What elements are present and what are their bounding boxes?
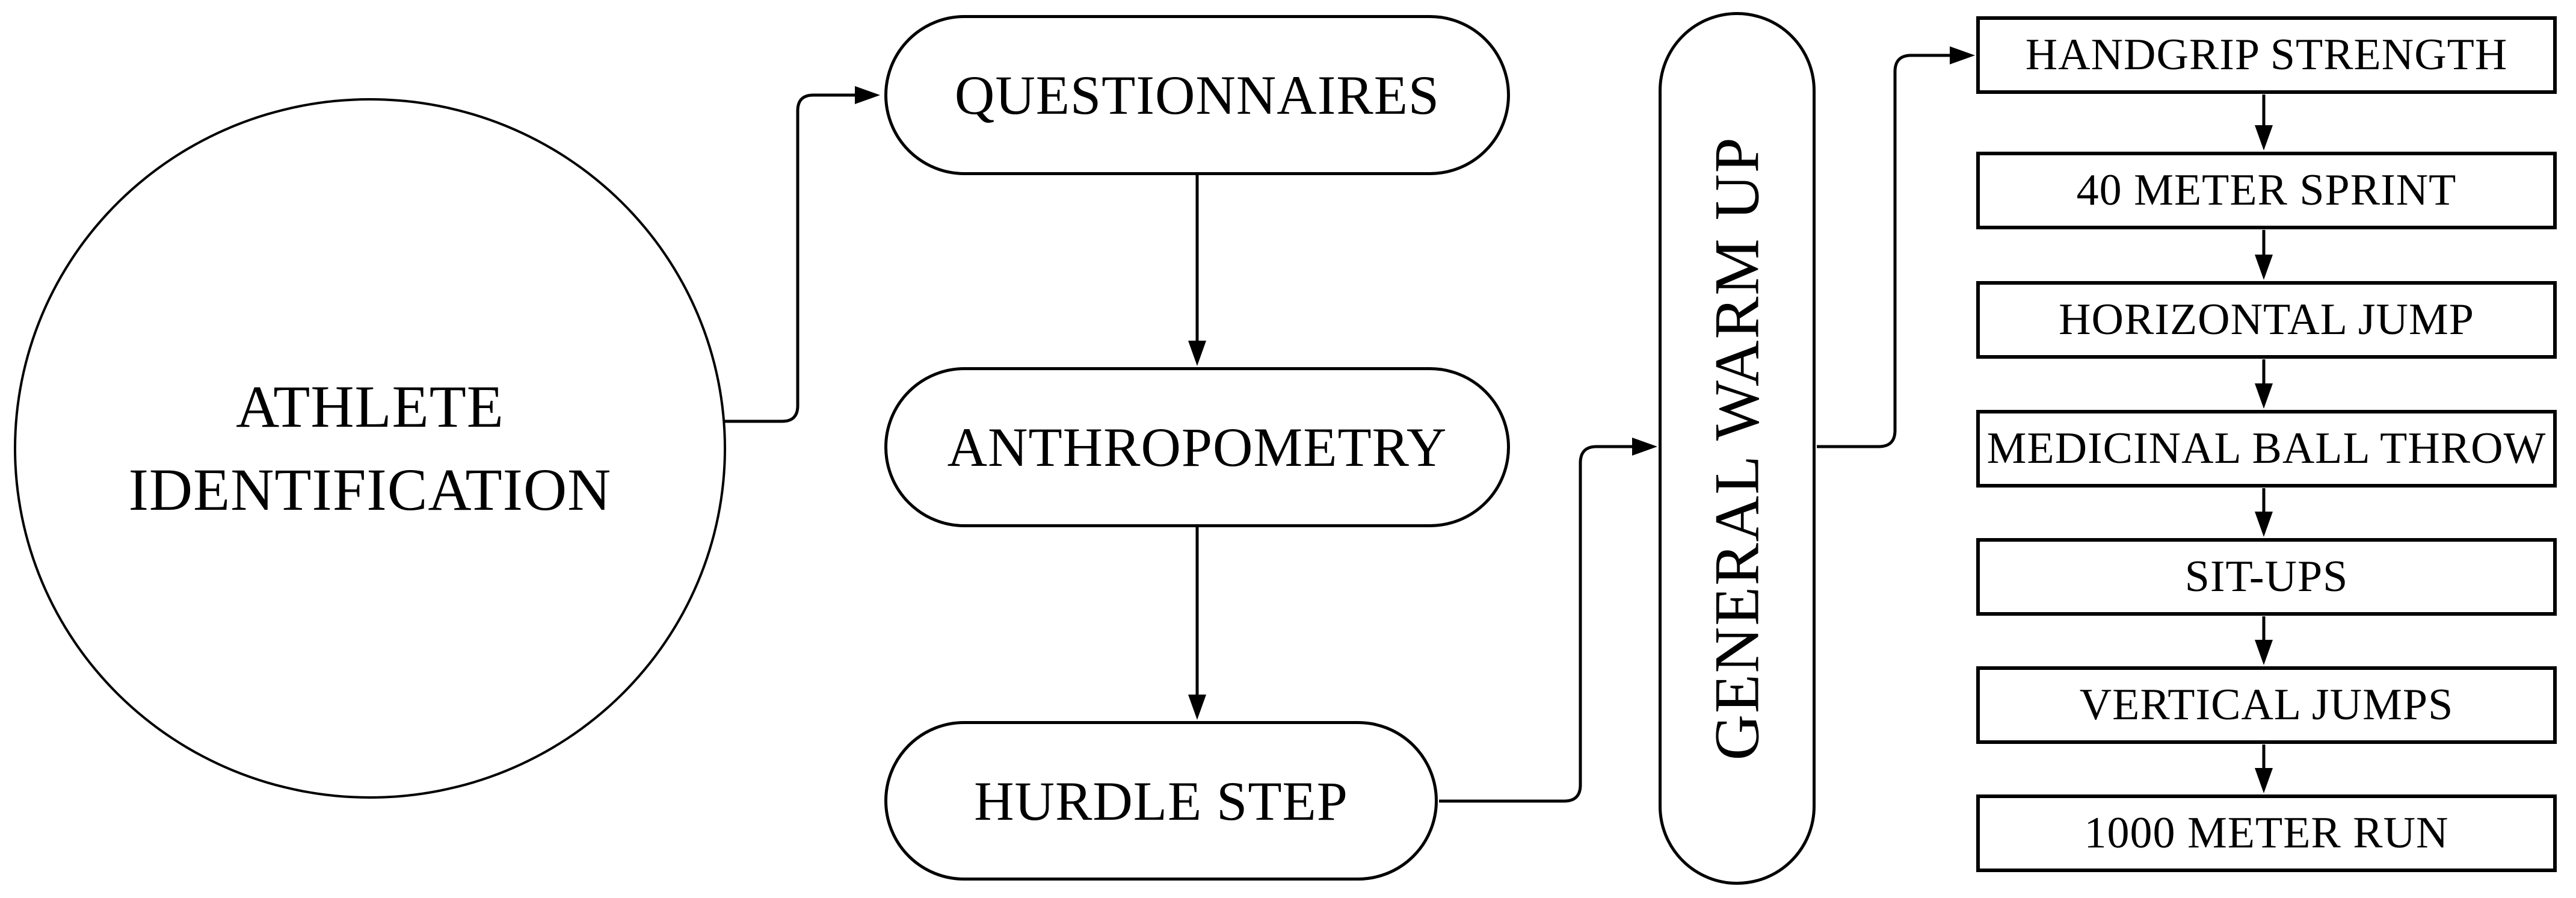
sit-ups-label: SIT-UPS: [2184, 552, 2349, 601]
anthropometry-label: ANTHROPOMETRY: [947, 416, 1447, 478]
vertical-jumps-label: VERTICAL JUMPS: [2079, 680, 2454, 729]
node-medicinal-ball-throw: MEDICINAL BALL THROW: [1976, 410, 2557, 488]
general-warm-up-label: GENERAL WARM UP: [1701, 136, 1772, 761]
node-questionnaires: QUESTIONNAIRES: [884, 15, 1510, 175]
node-sit-ups: SIT-UPS: [1976, 538, 2557, 616]
node-anthropometry: ANTHROPOMETRY: [884, 367, 1510, 527]
node-general-warm-up: GENERAL WARM UP: [1659, 12, 1816, 885]
node-hurdle-step: HURDLE STEP: [884, 721, 1438, 881]
node-athlete-identification: ATHLETE IDENTIFICATION: [14, 98, 726, 799]
hurdle-step-label: HURDLE STEP: [974, 770, 1348, 832]
edge-identification-to-questionnaires: [721, 86, 880, 423]
1000-meter-run-label: 1000 METER RUN: [2084, 808, 2449, 858]
node-handgrip-strength: HANDGRIP STRENGTH: [1976, 16, 2557, 94]
questionnaires-label: QUESTIONNAIRES: [954, 64, 1440, 126]
node-1000-meter-run: 1000 METER RUN: [1976, 794, 2557, 872]
node-vertical-jumps: VERTICAL JUMPS: [1976, 666, 2557, 744]
edge-warmup-to-handgrip: [1817, 46, 1975, 448]
athlete-identification-label: ATHLETE IDENTIFICATION: [129, 365, 612, 531]
40-meter-sprint-label: 40 METER SPRINT: [2076, 166, 2457, 215]
handgrip-strength-label: HANDGRIP STRENGTH: [2025, 30, 2508, 79]
node-horizontal-jump: HORIZONTAL JUMP: [1976, 281, 2557, 359]
medicinal-ball-throw-label: MEDICINAL BALL THROW: [1986, 424, 2547, 473]
athlete-identification-line1: ATHLETE: [236, 373, 504, 440]
horizontal-jump-label: HORIZONTAL JUMP: [2059, 295, 2474, 344]
athlete-identification-line2: IDENTIFICATION: [128, 456, 612, 523]
node-40-meter-sprint: 40 METER SPRINT: [1976, 152, 2557, 229]
